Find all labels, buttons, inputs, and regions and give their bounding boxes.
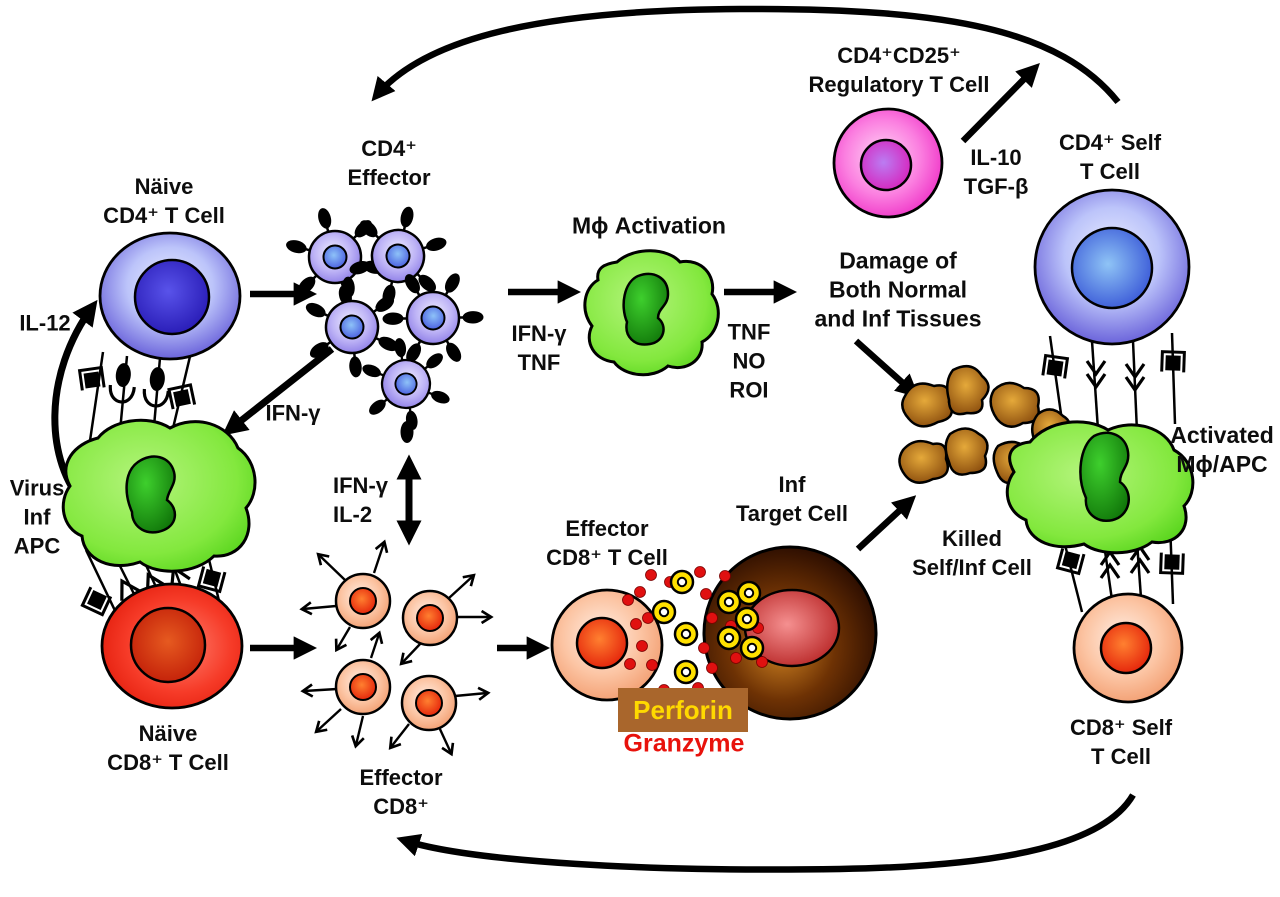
effector-cd8-t-cell xyxy=(550,588,664,702)
label-line: ROI xyxy=(729,377,769,403)
granzyme-label: Granzyme xyxy=(623,729,745,758)
cd4-self-t-cell xyxy=(1033,188,1191,346)
virus-inf-apc-cell xyxy=(61,418,257,573)
label-ifn-tnf: IFN-γ TNF xyxy=(512,319,567,377)
naive-cd8-cell xyxy=(100,582,244,710)
label-line: TNF xyxy=(727,319,771,345)
label-naive-cd8: Näive CD8⁺ T Cell xyxy=(107,719,229,777)
mhc-square-symbol xyxy=(78,366,106,392)
perforin-label-box: Perforin xyxy=(618,688,748,732)
label-line: CD4⁺ xyxy=(361,136,417,161)
effector-cd8-cluster xyxy=(334,572,459,732)
mhc-square-symbol xyxy=(1041,354,1069,380)
label-line: IL-10 xyxy=(970,145,1022,170)
cd4self-mphi-synapse xyxy=(1048,332,1177,433)
regulatory-t-cell xyxy=(832,107,944,219)
label-cd8-self: CD8⁺ Self T Cell xyxy=(1070,713,1172,771)
label-cd4-effector: CD4⁺ Effector xyxy=(347,134,430,192)
mhc-square-symbol xyxy=(197,564,227,593)
label-line: IL-2 xyxy=(333,502,373,527)
label-regulatory-t-cell: CD4⁺CD25⁺ Regulatory T Cell xyxy=(809,41,990,99)
label-tnf-no-roi: TNF NO ROI xyxy=(728,318,771,405)
cd4-effector-cluster xyxy=(283,186,506,447)
label-line: IFN-γ xyxy=(333,473,388,498)
label-line: T Cell xyxy=(1080,159,1140,184)
label-line: CD4⁺ T Cell xyxy=(103,203,225,228)
naive-cd4-cell xyxy=(98,231,242,361)
label-line: Target Cell xyxy=(735,501,849,526)
label-line: CD8⁺ Self xyxy=(1069,715,1173,740)
activated-macrophage-cell xyxy=(1005,420,1195,555)
label-line: Regulatory T Cell xyxy=(808,72,990,97)
label-line: CD4⁺ Self xyxy=(1058,130,1162,155)
label-inf-target-cell: Inf Target Cell xyxy=(736,470,848,528)
label-line: Mϕ/APC xyxy=(1176,451,1268,477)
arrow-target-to-killed xyxy=(855,495,917,552)
label-virus-inf-apc: Virus Inf APC xyxy=(10,474,65,561)
label-naive-cd4: Näive CD4⁺ T Cell xyxy=(103,172,225,230)
label-line: and Inf Tissues xyxy=(814,305,982,332)
label-line: TNF xyxy=(517,350,561,375)
label-line: IFN-γ xyxy=(511,321,567,346)
label-ifn-gamma-apc: IFN-γ xyxy=(265,400,321,426)
label-line: Effector xyxy=(347,165,431,190)
label-line: Killed xyxy=(942,526,1002,551)
label-line: Both Normal xyxy=(828,276,967,303)
label-line: Inf xyxy=(778,472,806,497)
label-line: TGF-β xyxy=(963,174,1029,199)
label-line: CD8⁺ T Cell xyxy=(546,545,668,570)
label-line: T Cell xyxy=(1091,744,1151,769)
effector-cd8-migration-arrows xyxy=(303,543,490,753)
arrow-regulatory-suppression xyxy=(960,63,1040,144)
label-line: CD8⁺ xyxy=(373,794,429,819)
label-line: CD4⁺CD25⁺ xyxy=(837,43,961,68)
perforin-label: Perforin xyxy=(633,694,733,725)
cd8-self-t-cell xyxy=(1072,592,1184,704)
label-effector-cd8-t-cell: Effector CD8⁺ T Cell xyxy=(546,514,668,572)
label-il12: IL-12 xyxy=(19,310,71,336)
label-line: Inf xyxy=(23,504,51,530)
label-line: Virus xyxy=(9,475,65,501)
label-line: Self/Inf Cell xyxy=(912,555,1032,580)
top-cycle-arrow xyxy=(371,5,1121,105)
label-line: Effector xyxy=(565,516,649,541)
label-il10-tgfb: IL-10 TGF-β xyxy=(964,143,1029,201)
label-line: NO xyxy=(732,348,766,374)
label-damage: Damage of Both Normal and Inf Tissues xyxy=(814,247,981,334)
label-ifn-il2: IFN-γ IL-2 xyxy=(333,471,388,529)
label-line: Damage of xyxy=(839,247,957,274)
label-effector-cd8-cluster: Effector CD8⁺ xyxy=(359,763,442,821)
label-line: CD8⁺ T Cell xyxy=(107,750,229,775)
label-line: Activated xyxy=(1170,422,1274,448)
label-line: Effector xyxy=(359,765,443,790)
label-mphi-activation: Mϕ Activation xyxy=(572,212,726,239)
label-line: Näive xyxy=(134,174,194,199)
label-line: APC xyxy=(13,533,61,559)
arrow-ifn-gamma-to-apc xyxy=(222,346,335,436)
macrophage-cell xyxy=(583,249,720,377)
label-line: Näive xyxy=(138,721,198,746)
arrow-damage-to-debris xyxy=(853,338,920,398)
bottom-cycle-arrow xyxy=(396,793,1136,873)
label-activated-mphi: Activated Mϕ/APC xyxy=(1170,421,1274,479)
label-killed-cell: Killed Self/Inf Cell xyxy=(912,524,1032,582)
label-cd4-self: CD4⁺ Self T Cell xyxy=(1059,128,1161,186)
tcr-double-chevron-symbol xyxy=(1099,550,1121,580)
